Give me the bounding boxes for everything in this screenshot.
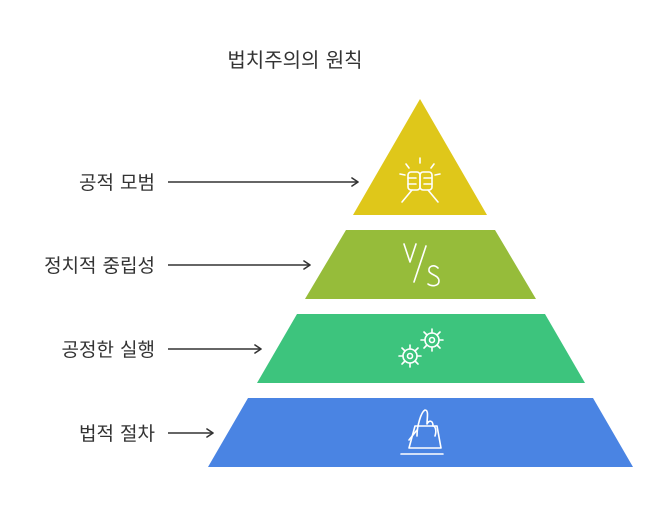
label-row-3: 공정한 실행 xyxy=(62,339,262,361)
label-row-1: 공적 모범 xyxy=(79,172,359,194)
handshake-icon xyxy=(399,157,441,203)
diagram-title: 법치주의의 원칙 xyxy=(227,48,362,72)
ballot-hand-icon xyxy=(400,409,444,455)
level-1-shape xyxy=(353,99,487,215)
level-4-shape xyxy=(208,398,633,467)
versus-icon xyxy=(403,243,440,287)
pyramid-level-2 xyxy=(305,230,536,299)
pyramid-level-4 xyxy=(208,398,633,467)
pyramid-level-1 xyxy=(353,99,487,215)
level-2-label: 정치적 중립성 xyxy=(44,255,155,277)
pyramid-level-3 xyxy=(257,314,585,383)
level-4-label: 법적 절차 xyxy=(79,423,155,445)
label-row-4: 법적 절차 xyxy=(79,423,214,445)
level-3-shape xyxy=(257,314,585,383)
level-3-label: 공정한 실행 xyxy=(62,339,155,361)
level-1-label: 공적 모범 xyxy=(79,172,155,194)
label-row-2: 정치적 중립성 xyxy=(44,255,311,277)
gears-icon xyxy=(398,328,444,368)
